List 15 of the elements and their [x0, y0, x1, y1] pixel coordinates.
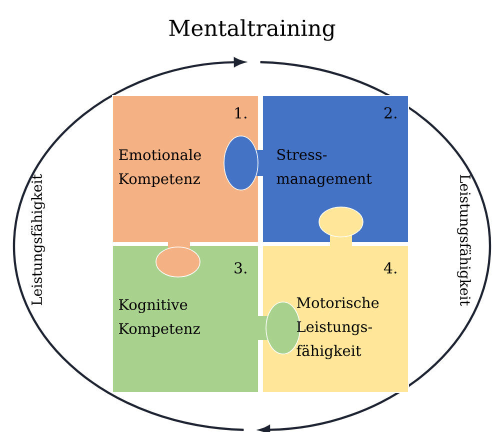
- piece-number: 1.: [235, 107, 246, 119]
- puzzle-piece: [262, 245, 409, 393]
- piece-label: Emotionale Kompetenz: [119, 148, 201, 187]
- piece-number: 3.: [234, 262, 246, 274]
- puzzle-piece: [262, 95, 409, 243]
- piece-number: 4.: [384, 262, 396, 274]
- title: Mentaltraining: [169, 19, 336, 41]
- side-label: Leistungsfähigkeit: [457, 174, 471, 306]
- piece-number: 2.: [384, 107, 396, 119]
- puzzle-piece: [112, 95, 259, 243]
- piece-label: Kognitive Kompetenz: [119, 299, 200, 337]
- piece-label: Stress-management: [276, 149, 372, 187]
- puzzle-piece: [112, 245, 259, 393]
- side-label: Leistungsfähigkeit: [31, 174, 45, 306]
- piece-label: Motorische Leistungs-fähigkeit: [296, 296, 379, 360]
